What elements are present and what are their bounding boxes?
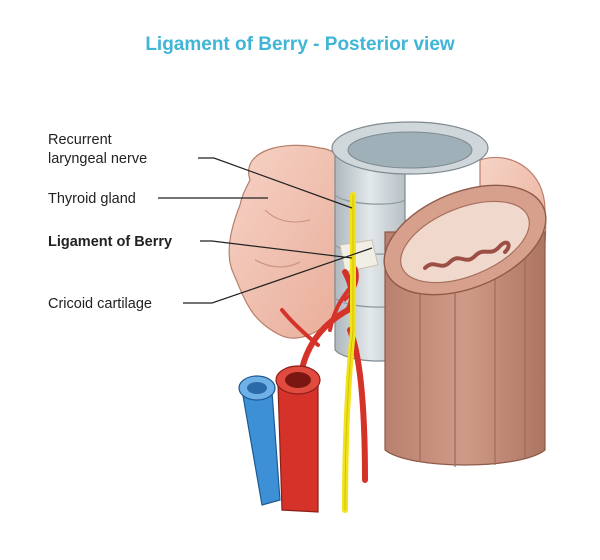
leader-recurrent	[198, 157, 353, 209]
jugular-vein	[238, 375, 281, 506]
ligament-of-berry	[339, 239, 379, 273]
leader-cricoid	[183, 247, 373, 304]
carotid-artery	[275, 365, 321, 513]
label-recurrent-line2: laryngeal nerve	[48, 151, 147, 167]
label-ligament-of-berry: Ligament of Berry	[48, 234, 172, 250]
leader-ligament	[200, 240, 353, 259]
label-cricoid-cartilage: Cricoid cartilage	[48, 296, 152, 312]
label-thyroid-gland: Thyroid gland	[48, 191, 136, 207]
leader-lines	[158, 157, 373, 304]
esophagus	[383, 184, 547, 467]
diagram-title: Ligament of Berry - Posterior view	[145, 34, 455, 55]
label-recurrent-line1: Recurrent	[48, 132, 112, 148]
